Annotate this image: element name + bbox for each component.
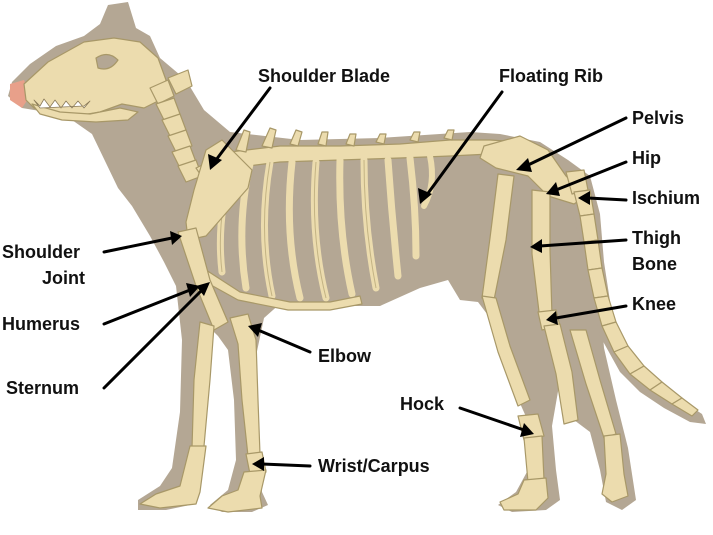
teeth bbox=[33, 98, 91, 109]
label-ischium: Ischium bbox=[632, 188, 700, 208]
tail-vertebrae bbox=[565, 169, 699, 417]
shin-near bbox=[543, 323, 579, 425]
label-wrist-carpus: Wrist/Carpus bbox=[318, 456, 430, 476]
paw-near bbox=[207, 469, 267, 513]
labels: Shoulder Blade Floating Rib Pelvis Hip I… bbox=[2, 66, 700, 476]
pointer-wrist-carpus bbox=[260, 462, 312, 468]
label-shoulder-joint-line2: Joint bbox=[42, 268, 85, 288]
spinous-processes bbox=[235, 127, 455, 153]
pointer-floating-rib bbox=[424, 90, 504, 198]
paw-hind-far bbox=[601, 433, 629, 503]
pointer-hip bbox=[554, 160, 628, 192]
label-pelvis: Pelvis bbox=[632, 108, 684, 128]
cervical-vertebrae bbox=[149, 69, 203, 183]
pointer-shoulder-joint bbox=[102, 236, 174, 254]
arrowhead-hock bbox=[520, 423, 534, 437]
floating-rib bbox=[421, 153, 435, 209]
shoulder-blade bbox=[185, 139, 253, 241]
pointer-elbow bbox=[256, 328, 312, 354]
arrowhead-shoulder-blade bbox=[208, 154, 222, 170]
paw-far bbox=[139, 445, 207, 509]
arrowhead-pelvis bbox=[516, 158, 532, 172]
pointer-shoulder-blade bbox=[214, 86, 272, 162]
pointer-sternum bbox=[102, 288, 204, 390]
label-thigh-bone-line1: Thigh bbox=[632, 228, 681, 248]
arrowhead-knee bbox=[546, 311, 558, 325]
pointer-hock bbox=[458, 406, 526, 432]
label-knee: Knee bbox=[632, 294, 676, 314]
arrowhead-shoulder-joint bbox=[170, 231, 182, 245]
pointer-thigh-bone bbox=[538, 238, 628, 248]
arrowhead-wrist-carpus bbox=[252, 457, 264, 471]
label-shoulder-blade: Shoulder Blade bbox=[258, 66, 390, 86]
arrowhead-elbow bbox=[248, 323, 262, 337]
label-elbow: Elbow bbox=[318, 346, 372, 366]
pointer-knee bbox=[554, 304, 628, 320]
arrowhead-floating-rib bbox=[418, 188, 432, 204]
pointer-lines bbox=[102, 86, 628, 471]
label-hock: Hock bbox=[400, 394, 445, 414]
label-sternum: Sternum bbox=[6, 378, 79, 398]
eye-socket bbox=[95, 53, 119, 70]
pointer-pelvis bbox=[524, 116, 628, 168]
sternum bbox=[201, 269, 363, 311]
pointer-ischium bbox=[586, 196, 628, 202]
pointer-humerus bbox=[102, 288, 192, 326]
body-silhouette bbox=[8, 2, 636, 512]
arrowhead-ischium bbox=[578, 191, 590, 205]
label-floating-rib: Floating Rib bbox=[499, 66, 603, 86]
jaw bbox=[31, 103, 139, 123]
label-hip: Hip bbox=[632, 148, 661, 168]
arrowhead-hip bbox=[546, 182, 560, 196]
label-humerus: Humerus bbox=[2, 314, 80, 334]
arrowhead-thigh-bone bbox=[530, 239, 542, 253]
arrowhead-sternum bbox=[196, 282, 210, 296]
skeleton bbox=[23, 37, 699, 513]
shin-far bbox=[481, 295, 531, 407]
label-thigh-bone-line2: Bone bbox=[632, 254, 677, 274]
paw-hind-near bbox=[499, 477, 549, 511]
label-shoulder-joint-line1: Shoulder bbox=[2, 242, 80, 262]
metatarsal-near bbox=[523, 435, 545, 483]
